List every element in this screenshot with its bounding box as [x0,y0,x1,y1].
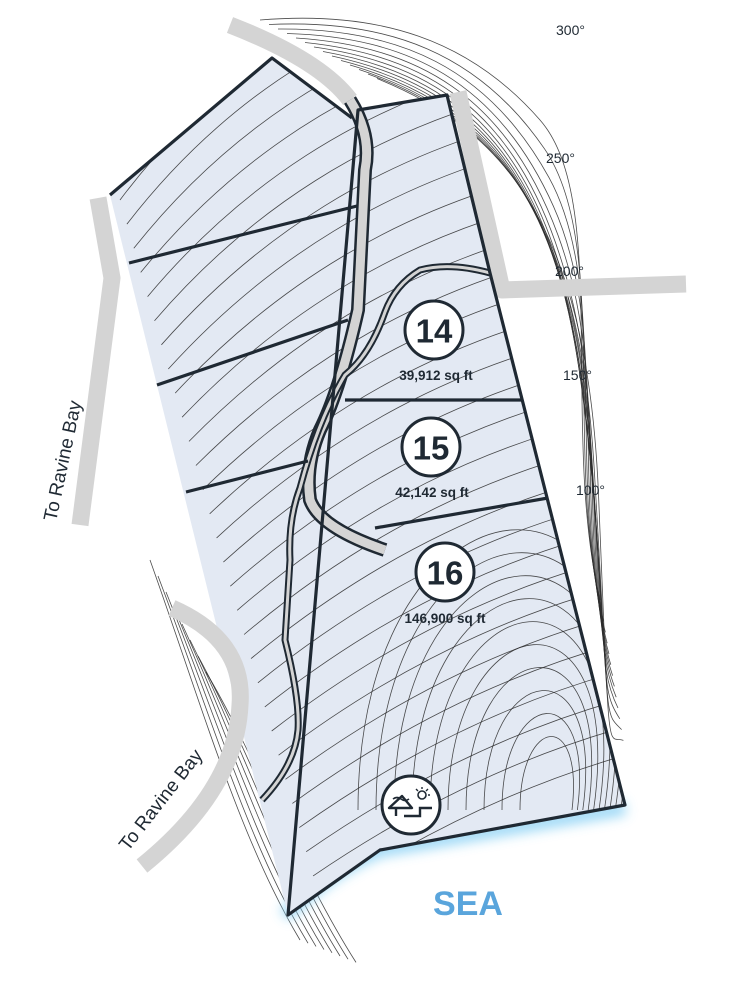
contour-line [483,690,587,811]
contour-line [299,651,625,828]
contour-line [126,58,451,225]
contour-line [304,42,610,655]
lot-16-number: 16 [427,555,464,592]
beach-access-icon[interactable] [380,774,442,836]
contour-line [501,713,580,811]
contour-line [292,624,625,804]
road-ravine-bay-north [71,196,121,527]
contour-line [285,598,625,780]
road-east-spur [449,90,687,299]
road-ravine-bay-south [136,600,249,873]
contour-line [465,667,593,811]
contour-line [133,58,461,249]
contour-line [259,17,601,601]
lot-16-area: 146,900 sq ft [404,611,486,626]
parcel-boundary [108,56,627,917]
elevation-label-200: 200° [555,263,584,279]
contour-line [278,572,625,756]
lot-15-marker[interactable]: 15 42,142 sq ft [395,416,469,500]
contour-line [277,28,604,622]
elevation-label-300: 300° [556,22,585,38]
elevation-label-150: 150° [563,367,592,383]
road-north-access [226,17,357,106]
contour-line [519,736,574,811]
lot-15-area: 42,142 sq ft [395,485,469,500]
contour-line [168,153,513,370]
elevation-label-100: 100° [576,482,605,498]
contour-line [154,100,492,321]
lot-15-number: 15 [413,430,450,467]
contour-line [181,623,333,954]
contour-line [268,23,603,611]
contour-line [295,37,608,644]
lot-14-marker[interactable]: 14 39,912 sq ft [399,299,473,383]
sea-label: SEA [433,885,503,923]
contour-line [286,33,606,633]
contour-line [161,126,503,346]
elevation-label-250: 250° [546,150,575,166]
lot-14-number: 14 [416,313,453,350]
lot-14-area: 39,912 sq ft [399,368,473,383]
contour-line [447,644,599,811]
lot-16-marker[interactable]: 16 146,900 sq ft [404,541,486,626]
lot-dividers [128,204,549,530]
